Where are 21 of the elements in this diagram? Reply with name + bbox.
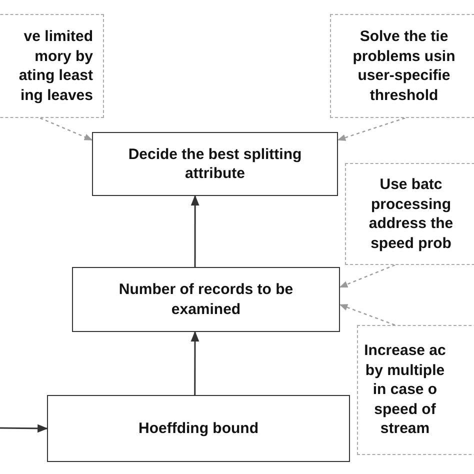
callout-text: Increase ac by multiple in case o speed of stream bbox=[363, 341, 447, 439]
callout-text: Solve the tie problems usin user-specifie threshold bbox=[352, 27, 456, 105]
arrow bbox=[190, 330, 200, 395]
process-box bbox=[72, 267, 340, 332]
process-label: Hoeffding bound bbox=[138, 418, 260, 438]
callout-box bbox=[0, 14, 104, 118]
arrow bbox=[0, 424, 48, 433]
process-box bbox=[92, 132, 338, 196]
process-box bbox=[47, 395, 350, 462]
arrow bbox=[190, 194, 200, 267]
callout-text: ve limited mory by ating least ing leaves bbox=[18, 27, 93, 105]
callout-box bbox=[330, 14, 474, 118]
callout-box bbox=[345, 163, 474, 265]
pointer-line bbox=[339, 264, 396, 288]
pointer-line bbox=[337, 117, 406, 141]
pointer-line bbox=[40, 117, 93, 141]
callout-box bbox=[357, 325, 474, 455]
process-label: Decide the best splitting attribute bbox=[127, 144, 303, 184]
callout-text: Use batc processing address the speed prob bbox=[368, 175, 454, 253]
pointer-line bbox=[339, 304, 395, 326]
process-label: Number of records to be examined bbox=[118, 280, 294, 319]
